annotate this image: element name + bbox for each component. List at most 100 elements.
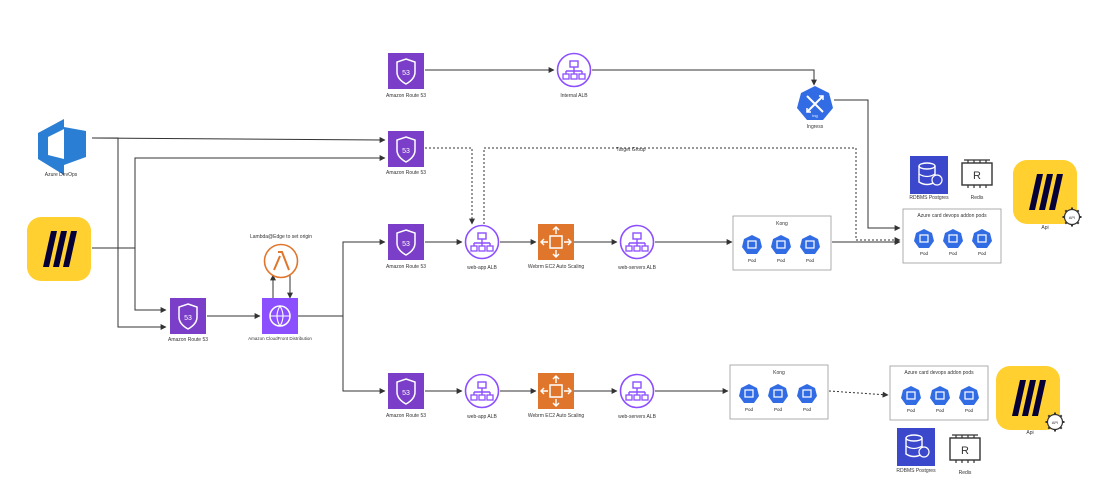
edge-target-group-dashed	[483, 147, 901, 243]
load-balancer-icon	[619, 224, 655, 260]
webapp-alb-bottom-node[interactable]: web-app ALB	[464, 373, 500, 421]
load-balancer-icon	[619, 373, 655, 409]
webapp-alb-bottom-label: web-app ALB	[467, 414, 497, 420]
webserv-alb-bottom-node[interactable]: web-servers ALB	[618, 373, 657, 421]
azure-devops-label: Azure DevOps	[45, 172, 78, 178]
azure-pods-bottom-group[interactable]: Azure card devops addon pods Pod Pod Pod	[889, 365, 989, 421]
lambda-node[interactable]	[263, 243, 299, 279]
redis-bottom-label: Redis	[959, 470, 972, 476]
asg-bottom-node[interactable]: Webrm EC2 Auto Scaling	[528, 372, 585, 419]
ingress-node[interactable]: ing Ingress	[797, 86, 833, 130]
redis-glyph: R	[961, 445, 969, 457]
pod-label: Pod	[920, 251, 929, 256]
webserv-alb-bottom-label: web-servers ALB	[618, 414, 656, 420]
kong-top-group[interactable]: Kong Pod Pod Pod	[732, 215, 832, 271]
r53-web-bottom-node[interactable]: 53 Amazon Route 53	[386, 372, 426, 419]
ec2-auto-scaling-icon	[537, 223, 575, 261]
route53-glyph: 53	[402, 390, 410, 397]
ingress-badge: ing	[812, 113, 817, 118]
api-top-node[interactable]: API Api	[1013, 160, 1083, 231]
target-group-label: Target Group	[616, 147, 645, 153]
rdbms-bottom-node[interactable]: RDBMS Postgres	[896, 427, 936, 474]
r53-web-bottom-label: Amazon Route 53	[386, 413, 426, 419]
edge-split-r53-web-top	[342, 239, 386, 316]
edge-internal-alb-ingress	[592, 69, 817, 86]
edge-bottom-kong-azure	[828, 390, 889, 398]
asg-top-label: Webrm EC2 Auto Scaling	[528, 264, 585, 270]
internal-alb-node[interactable]: Internal ALB	[556, 52, 592, 100]
api-bottom-label: Api	[1026, 430, 1033, 436]
kong-top-title: Kong	[776, 221, 788, 227]
pod-label: Pod	[777, 258, 786, 263]
miro-logo-icon	[27, 217, 91, 281]
pod-label: Pod	[745, 407, 754, 412]
ingress-icon	[797, 86, 833, 120]
pod-label: Pod	[936, 408, 945, 413]
pod-label: Pod	[806, 258, 815, 263]
webserv-alb-top-node[interactable]: web-servers ALB	[618, 224, 657, 272]
edge-devops-r53-target	[91, 136, 386, 143]
api-badge: API	[1069, 215, 1075, 220]
cloudfront-icon	[262, 298, 298, 334]
redis-bottom-node[interactable]: R Redis	[949, 434, 981, 476]
edge-split-r53-web-bottom	[342, 316, 386, 394]
pod-label: Pod	[803, 407, 812, 412]
cloudfront-label: Amazon CloudFront Distribution	[248, 336, 312, 341]
webapp-alb-top-label: web-app ALB	[467, 265, 497, 271]
pod-label: Pod	[748, 258, 757, 263]
rdbms-top-label: RDBMS Postgres	[909, 195, 949, 201]
ingress-label: Ingress	[807, 124, 824, 130]
lambda-icon	[263, 243, 299, 279]
pod-label: Pod	[965, 408, 974, 413]
route53-glyph: 53	[402, 241, 410, 248]
cloudfront-node[interactable]: Amazon CloudFront Distribution	[248, 298, 312, 341]
azure-pods-top-group[interactable]: Azure card devops addon pods Pod Pod Pod	[902, 208, 1002, 264]
asg-top-node[interactable]: Webrm EC2 Auto Scaling	[528, 223, 585, 270]
webserv-alb-top-label: web-servers ALB	[618, 265, 656, 271]
load-balancer-icon	[464, 373, 500, 409]
api-badge: API	[1052, 420, 1058, 425]
edge-ingress-azure-pods	[834, 99, 901, 231]
miro-logo-left[interactable]	[27, 217, 91, 281]
ec2-auto-scaling-icon	[537, 372, 575, 410]
r53-entry-node[interactable]: 53 Amazon Route 53	[168, 297, 208, 343]
kong-bottom-title: Kong	[773, 370, 785, 376]
edge-miro-r53-entry	[134, 248, 167, 313]
redis-top-node[interactable]: R Redis	[961, 159, 993, 201]
pod-label: Pod	[907, 408, 916, 413]
asg-bottom-label: Webrm EC2 Auto Scaling	[528, 413, 585, 419]
r53-web-top-node[interactable]: 53 Amazon Route 53	[386, 223, 426, 270]
kong-bottom-group[interactable]: Kong Pod Pod Pod	[729, 364, 829, 420]
lambda-label: Lambda@Edge to set origin	[250, 234, 312, 240]
redis-glyph: R	[973, 170, 981, 182]
load-balancer-icon	[556, 52, 592, 88]
r53-web-top-label: Amazon Route 53	[386, 264, 426, 270]
route53-glyph: 53	[184, 315, 192, 322]
connectors	[91, 67, 901, 398]
r53-target-label: Amazon Route 53	[386, 170, 426, 176]
internal-alb-label: Internal ALB	[560, 93, 588, 99]
azure-pods-bottom-title: Azure card devops addon pods	[904, 370, 974, 376]
api-bottom-node[interactable]: API Api	[996, 366, 1066, 436]
azure-devops-node[interactable]: Azure DevOps	[38, 119, 86, 178]
redis-top-label: Redis	[971, 195, 984, 201]
r53-target-node[interactable]: 53 Amazon Route 53	[386, 130, 426, 176]
pod-label: Pod	[774, 407, 783, 412]
rdbms-bottom-label: RDBMS Postgres	[896, 468, 936, 474]
edge-miro-r53-target	[92, 155, 386, 249]
rdbms-top-node[interactable]: RDBMS Postgres	[909, 155, 949, 201]
azure-pods-top-title: Azure card devops addon pods	[917, 213, 987, 219]
rds-postgres-icon	[909, 155, 949, 195]
webapp-alb-top-node[interactable]: web-app ALB	[464, 224, 500, 272]
pod-label: Pod	[949, 251, 958, 256]
r53-entry-label: Amazon Route 53	[168, 337, 208, 343]
route53-glyph: 53	[402, 148, 410, 155]
r53-internal-label: Amazon Route 53	[386, 93, 426, 99]
edge-devops-r53-entry-a	[92, 137, 167, 330]
azure-devops-icon	[38, 119, 86, 175]
r53-internal-node[interactable]: 53 Amazon Route 53	[386, 52, 426, 99]
edge-r53-target-webapp-dashed	[425, 147, 475, 225]
rds-postgres-icon	[896, 427, 936, 467]
